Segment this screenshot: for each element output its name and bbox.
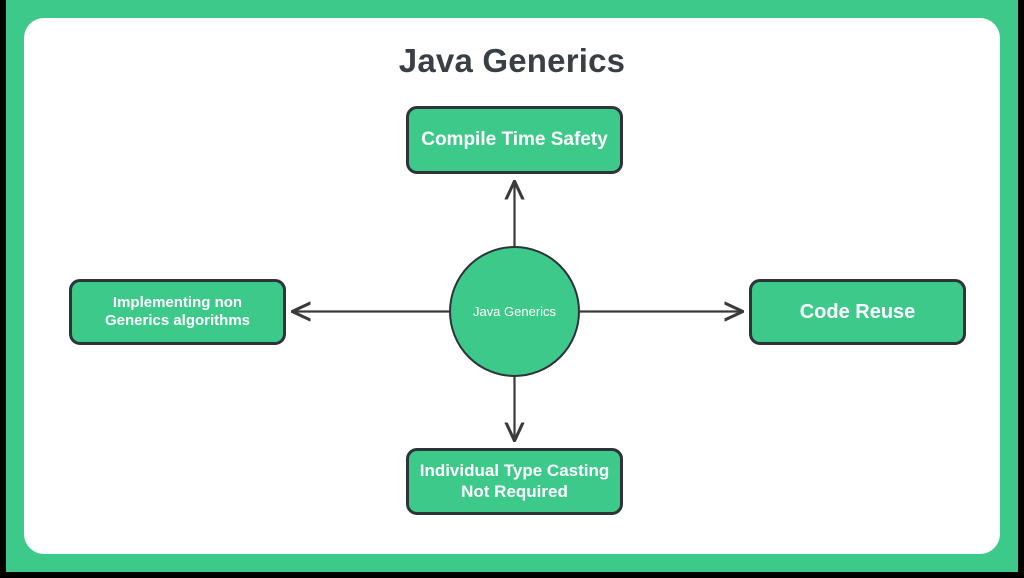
right-black-margin — [1018, 0, 1024, 578]
connector-layer — [24, 18, 1000, 554]
page-title: Java Generics — [398, 42, 626, 79]
node-compile-time-safety[interactable]: Compile Time Safety — [406, 106, 623, 174]
slide-frame: Java Generics Compile Time Safety Co — [6, 0, 1018, 572]
left-black-margin — [0, 0, 6, 578]
radial-diagram: Compile Time Safety Code Reuse Individua… — [24, 18, 1000, 554]
node-code-reuse[interactable]: Code Reuse — [749, 279, 966, 345]
node-individual-type-casting-not-required[interactable]: Individual Type Casting Not Required — [406, 448, 623, 515]
bottom-black-margin — [0, 572, 1024, 578]
slide-card: Java Generics Compile Time Safety Co — [24, 18, 1000, 554]
node-center-java-generics[interactable]: Java Generics — [449, 246, 580, 377]
node-implementing-non-generics-algorithms[interactable]: Implementing non Generics algorithms — [69, 279, 286, 345]
